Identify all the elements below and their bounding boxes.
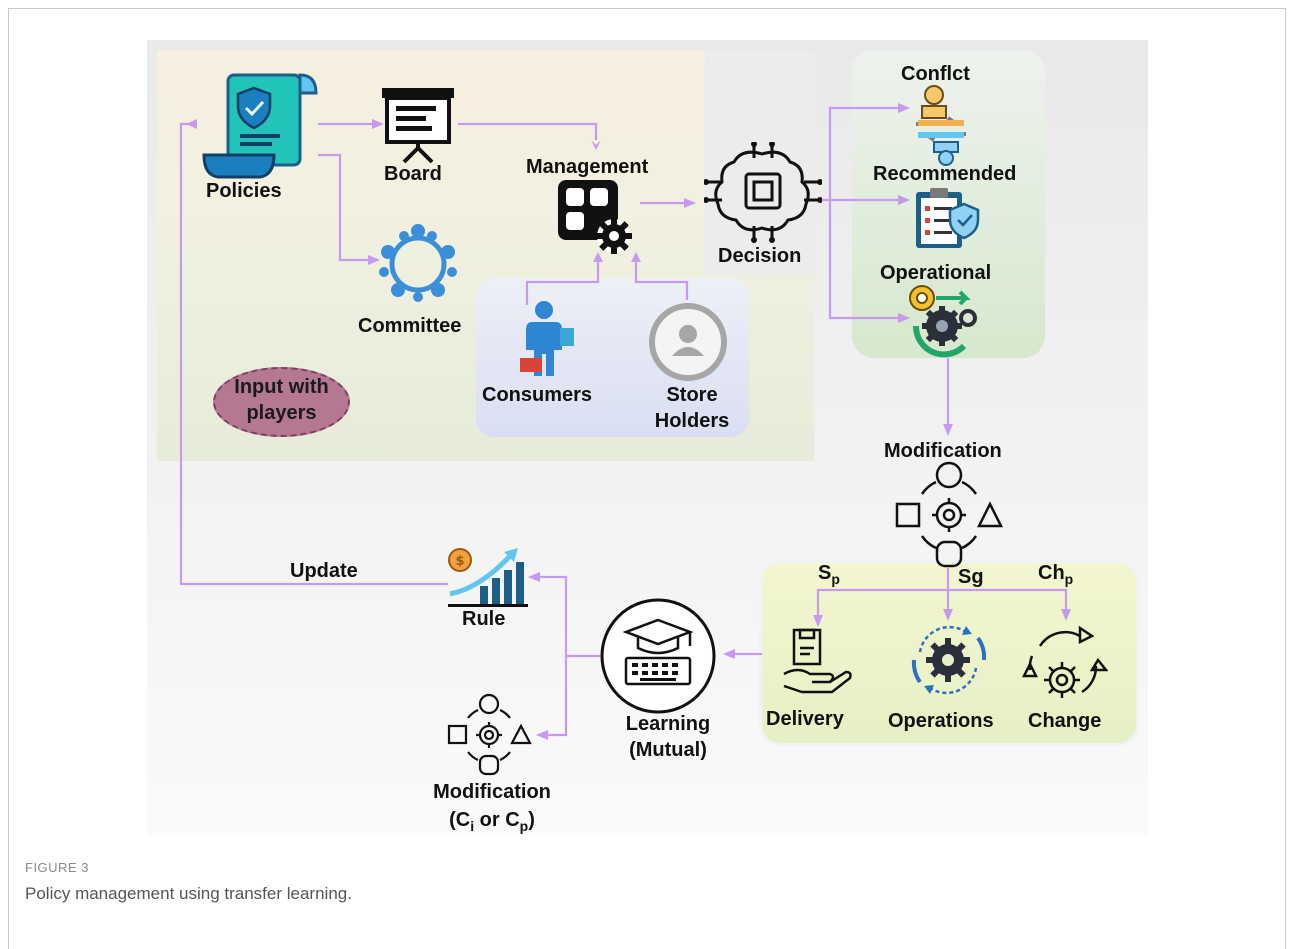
consumer-person-icon — [516, 300, 586, 383]
committee-label: Committee — [358, 315, 462, 337]
mod-ci-subscript: i — [470, 818, 475, 834]
consumers-label: Consumers — [482, 384, 593, 406]
conflict-people-icon — [912, 84, 970, 171]
input-with-players-badge — [213, 367, 350, 437]
conflict-label: Conflct — [901, 63, 970, 85]
sg-label: Sg — [958, 566, 984, 588]
management-grid-gear-icon — [556, 178, 638, 263]
presentation-board-icon — [378, 84, 458, 169]
rule-growth-chart-icon: $ — [446, 546, 530, 613]
decision-label: Decision — [718, 245, 802, 267]
mod-close: ) — [528, 809, 535, 831]
learning-line-2: (Mutual) — [629, 739, 707, 761]
modification-shapes-icon — [894, 460, 1004, 573]
decision-brain-chip-icon — [703, 141, 823, 249]
chp-main: Ch — [1038, 562, 1065, 584]
committee-network-icon — [378, 222, 458, 307]
management-label: Management — [526, 156, 649, 178]
delivery-hand-box-icon — [780, 626, 856, 703]
recommended-label: Recommended — [873, 163, 1017, 185]
sp-subscript: p — [831, 571, 840, 587]
chp-subscript: p — [1064, 571, 1074, 587]
input-with-players-line-2: players — [246, 402, 317, 424]
operational-label: Operational — [880, 262, 992, 284]
delivery-label: Delivery — [766, 708, 844, 730]
operational-gears-icon — [906, 282, 982, 363]
learning-cap-keyboard-icon — [600, 598, 718, 719]
figure-label: FIGURE 3 — [25, 860, 89, 875]
store-holder-avatar-icon — [646, 300, 730, 389]
learning-label: Learning (Mutual) — [608, 711, 728, 763]
modification-bottom-label: Modification (Ci or Cp) — [412, 778, 572, 840]
modification-bottom-shapes-icon — [446, 692, 532, 781]
modification-bottom-line-1: Modification — [433, 781, 551, 803]
operations-gear-cycle-icon — [906, 618, 990, 707]
update-label: Update — [290, 560, 358, 582]
policy-scroll-icon — [198, 70, 320, 187]
learning-line-1: Learning — [625, 713, 711, 735]
board-label: Board — [384, 163, 442, 185]
canvas-notch — [705, 50, 815, 275]
chp-label: Chp — [1038, 562, 1073, 587]
store-holders-line-2: Holders — [654, 410, 730, 432]
operations-label: Operations — [888, 710, 994, 732]
modification-top-label: Modification — [884, 440, 1002, 462]
policies-label: Policies — [206, 180, 282, 202]
figure-frame — [8, 8, 1286, 949]
modification-bottom-line-2: (Ci or Cp) — [412, 806, 572, 840]
mod-open: (C — [449, 809, 471, 831]
rule-label: Rule — [462, 608, 506, 630]
recommended-clipboard-icon — [912, 186, 984, 255]
store-holders-label: Store Holders — [640, 382, 744, 434]
input-with-players-label: Input with players — [213, 374, 350, 426]
store-holders-line-1: Store — [666, 384, 718, 406]
change-label: Change — [1028, 710, 1102, 732]
input-with-players-line-1: Input with — [234, 376, 329, 398]
figure-caption: Policy management using transfer learnin… — [25, 884, 352, 903]
mod-cp-subscript: p — [519, 818, 529, 834]
sp-main: S — [818, 562, 832, 584]
connector-lines — [179, 103, 1071, 740]
mod-or: or C — [474, 809, 520, 831]
svg-text:$: $ — [455, 554, 464, 569]
sp-label: Sp — [818, 562, 840, 587]
change-cycle-gear-icon — [1021, 622, 1109, 711]
